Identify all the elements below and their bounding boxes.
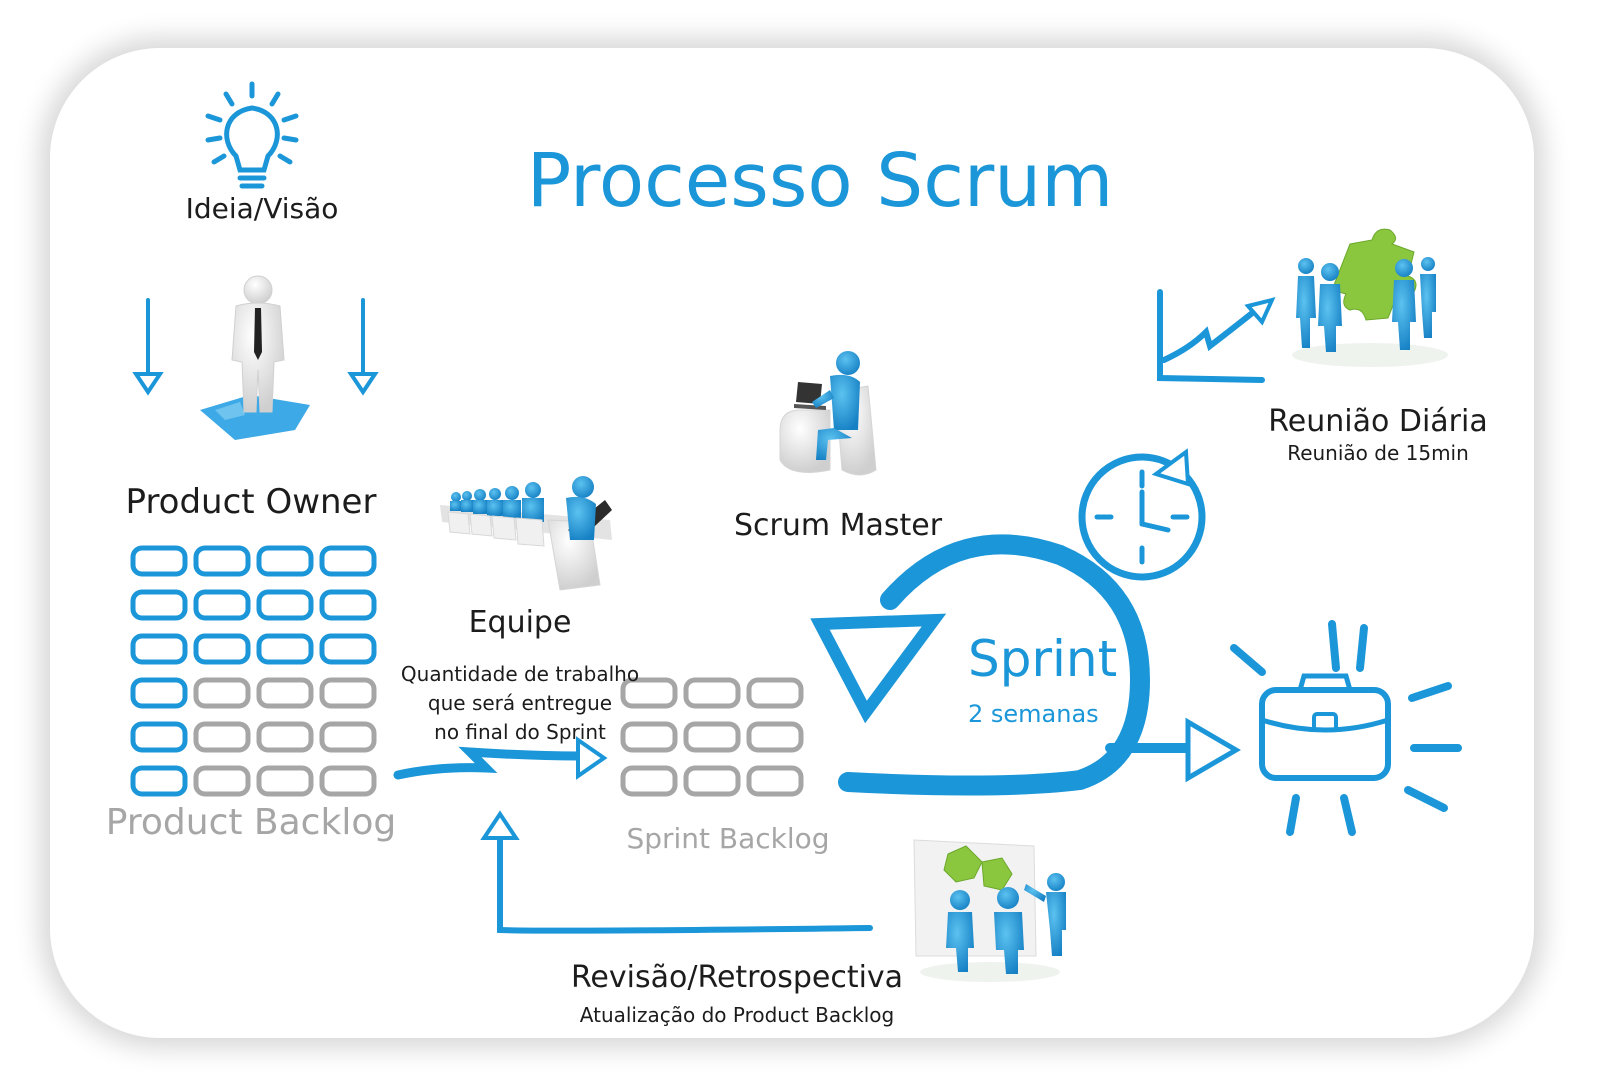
backlog-item xyxy=(256,545,314,577)
backlog-item xyxy=(746,765,804,797)
backlog-item xyxy=(319,677,377,709)
product-backlog-grid xyxy=(130,545,377,797)
backlog-item xyxy=(130,765,188,797)
backlog-item xyxy=(193,677,251,709)
backlog-item xyxy=(130,633,188,665)
sprint-backlog-grid xyxy=(620,677,804,797)
down-arrow-icon xyxy=(347,298,379,396)
backlog-item xyxy=(746,721,804,753)
backlog-item xyxy=(256,633,314,665)
backlog-item xyxy=(319,589,377,621)
backlog-item xyxy=(683,721,741,753)
down-arrow-icon xyxy=(132,298,164,396)
backlog-item xyxy=(193,721,251,753)
backlog-item xyxy=(193,633,251,665)
backlog-item xyxy=(130,545,188,577)
backlog-item xyxy=(256,677,314,709)
backlog-item xyxy=(319,765,377,797)
team-label: Equipe xyxy=(468,605,572,640)
backlog-item xyxy=(130,721,188,753)
backlog-item xyxy=(620,677,678,709)
backlog-item xyxy=(620,765,678,797)
product-backlog-label: Product Backlog xyxy=(105,802,397,843)
feedback-arrow-icon xyxy=(480,810,873,934)
diagram-card xyxy=(50,48,1534,1038)
briefcase-icon xyxy=(1230,620,1462,836)
team-description-line: no final do Sprint xyxy=(434,720,606,744)
backlog-item xyxy=(256,765,314,797)
daily-meeting-label: Reunião Diária xyxy=(1268,404,1488,439)
backlog-item xyxy=(256,589,314,621)
idea-vision-label: Ideia/Visão xyxy=(185,192,339,225)
team-description-line: Quantidade de trabalho xyxy=(400,662,640,686)
team-description-line: que será entregue xyxy=(427,691,613,715)
sprint-duration: 2 semanas xyxy=(968,700,1099,728)
backlog-item xyxy=(683,765,741,797)
backlog-item xyxy=(130,677,188,709)
backlog-item xyxy=(193,589,251,621)
page-title: Processo Scrum xyxy=(526,138,1114,224)
scrum-master-label: Scrum Master xyxy=(733,508,943,543)
backlog-item xyxy=(130,589,188,621)
backlog-item xyxy=(256,721,314,753)
sprint-label: Sprint xyxy=(968,630,1118,688)
backlog-item xyxy=(746,677,804,709)
sprint-cycle-icon xyxy=(810,534,1241,796)
backlog-item xyxy=(683,677,741,709)
backlog-item xyxy=(319,721,377,753)
product-owner-label: Product Owner xyxy=(125,482,377,522)
team-at-desks-icon xyxy=(440,476,612,591)
presentation-team-icon xyxy=(913,839,1066,982)
backlog-item xyxy=(319,633,377,665)
clock-icon xyxy=(1078,448,1206,581)
puzzle-team-icon xyxy=(1292,228,1448,367)
review-retrospective-label: Revisão/Retrospectiva xyxy=(570,960,904,995)
trend-chart-icon xyxy=(1157,289,1276,383)
businessman-icon xyxy=(200,275,310,440)
backlog-item xyxy=(319,545,377,577)
daily-meeting-subtitle: Reunião de 15min xyxy=(1287,441,1469,465)
person-at-computer-icon xyxy=(779,351,877,476)
arrow-to-sprint-backlog-icon xyxy=(393,736,608,780)
sprint-backlog-label: Sprint Backlog xyxy=(626,822,830,855)
lightbulb-icon xyxy=(205,81,299,189)
backlog-item xyxy=(193,765,251,797)
review-subtitle: Atualização do Product Backlog xyxy=(579,1003,895,1027)
backlog-item xyxy=(193,545,251,577)
team-description: Quantidade de trabalho que será entregue… xyxy=(401,660,639,747)
backlog-item xyxy=(620,721,678,753)
